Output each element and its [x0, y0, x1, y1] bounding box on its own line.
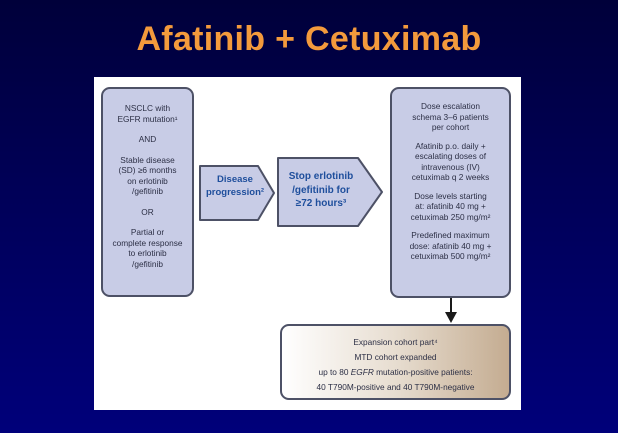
criteria-line: /gefitinib — [132, 258, 163, 269]
escalation-line: Dose escalation — [420, 101, 481, 111]
criteria-and-label: AND — [138, 134, 157, 144]
criteria-line: on erlotinib — [127, 175, 168, 186]
escalation-line: escalating doses of — [414, 151, 487, 161]
down-arrow-head — [445, 312, 457, 323]
arrow-shapes — [199, 157, 457, 323]
escalation-line: dose: afatinib 40 mg + — [409, 240, 492, 251]
escalation-line: cetuximab 500 mg/m² — [410, 251, 491, 261]
criteria-line: to erlotinib — [128, 248, 167, 258]
stop-line: /gefitinib for — [292, 184, 350, 196]
progression-arrow-shape — [199, 165, 275, 221]
progression-line: Disease — [217, 174, 253, 185]
disease-progression-label: Disease progression² — [200, 174, 270, 199]
criteria-line: /gefitinib — [132, 186, 163, 196]
stop-line: ≥72 hours³ — [295, 198, 347, 209]
slide-title: Afatinib + Cetuximab — [136, 20, 482, 58]
escalation-line: schema 3–6 patients — [412, 111, 489, 122]
expansion-line: 40 T790M-positive and 40 T790M-negative — [316, 382, 475, 392]
expansion-text: mutation-positive patients: — [373, 367, 473, 377]
expansion-line: up to 80 EGFR mutation-positive patients… — [286, 365, 505, 380]
criteria-line: (SD) ≥6 months — [118, 165, 177, 175]
inclusion-criteria-box: NSCLC with EGFR mutation¹ AND Stable dis… — [101, 87, 194, 297]
criteria-line: Partial or — [130, 227, 165, 237]
escalation-line: per cohort — [431, 122, 470, 132]
egfr-italic-text: EGFR — [350, 367, 374, 377]
escalation-line: Dose levels starting — [414, 190, 487, 201]
dose-escalation-box: Dose escalation schema 3–6 patients per … — [390, 87, 511, 298]
expansion-line: MTD cohort expanded — [354, 352, 437, 362]
criteria-or-label: OR — [141, 206, 154, 217]
criteria-line: EGFR mutation¹ — [117, 113, 178, 124]
escalation-line: Afatinib p.o. daily + — [415, 140, 486, 151]
escalation-line: cetuximab q 2 weeks — [411, 172, 490, 182]
stop-line: Stop erlotinib — [288, 171, 354, 182]
escalation-line: at: afatinib 40 mg + — [415, 201, 486, 211]
progression-line: progression² — [205, 186, 265, 198]
stop-arrow-shape — [277, 157, 383, 227]
criteria-line: complete response — [112, 237, 183, 248]
expansion-line: Expansion cohort part⁴ — [353, 337, 438, 347]
criteria-line: Stable disease — [120, 154, 175, 165]
expansion-text: up to 80 — [318, 367, 351, 377]
escalation-line: Predefined maximum — [411, 230, 490, 240]
escalation-line: cetuximab 250 mg/m² — [410, 211, 491, 222]
criteria-line: NSCLC with — [124, 103, 171, 113]
escalation-line: intravenous (IV) — [421, 161, 480, 172]
flow-diagram-panel: NSCLC with EGFR mutation¹ AND Stable dis… — [94, 77, 521, 410]
expansion-cohort-box: Expansion cohort part⁴ MTD cohort expand… — [280, 324, 511, 400]
stop-erlotinib-label: Stop erlotinib /gefitinib for ≥72 hours³ — [280, 170, 362, 211]
